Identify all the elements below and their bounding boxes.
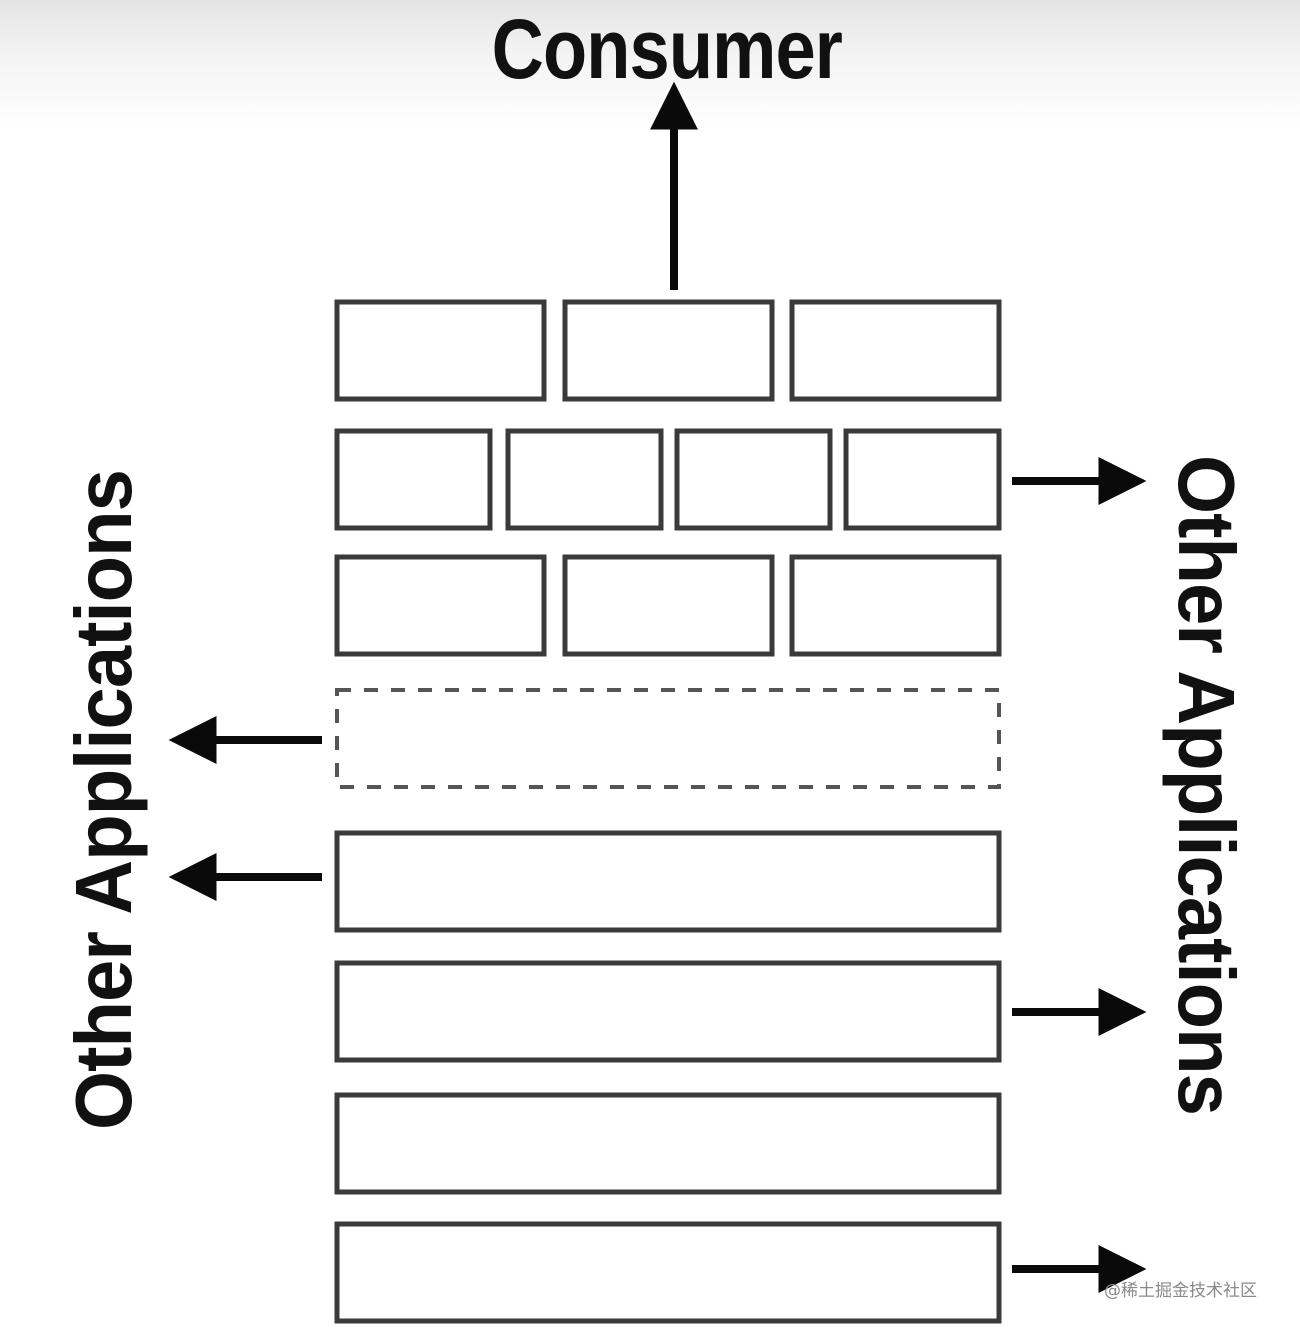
block bbox=[789, 554, 1002, 657]
wide-block-rows bbox=[334, 830, 1002, 1324]
block bbox=[334, 299, 547, 402]
block bbox=[843, 428, 1002, 531]
wide-block bbox=[334, 1092, 1002, 1195]
block bbox=[334, 554, 547, 657]
wide-block bbox=[334, 830, 1002, 933]
wide-block bbox=[334, 960, 1002, 1063]
dashed-block bbox=[335, 688, 1001, 789]
block bbox=[789, 299, 1002, 402]
block bbox=[334, 428, 493, 531]
block-row-3 bbox=[334, 554, 1002, 657]
block-row-2 bbox=[334, 428, 1002, 531]
block bbox=[562, 554, 775, 657]
block bbox=[562, 299, 775, 402]
wide-block bbox=[334, 1221, 1002, 1324]
consumer-label: Consumer bbox=[491, 2, 843, 96]
block bbox=[505, 428, 664, 531]
arrows bbox=[168, 81, 1147, 1293]
watermark: @稀土掘金技术社区 bbox=[1104, 1281, 1257, 1301]
block-row-1 bbox=[334, 299, 1002, 402]
block bbox=[674, 428, 833, 531]
